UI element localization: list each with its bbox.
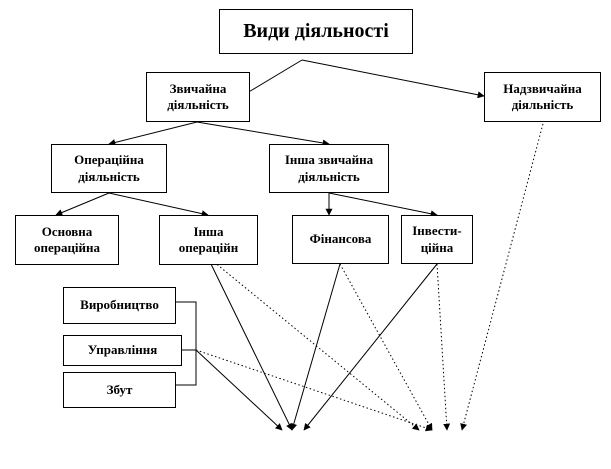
operating-activity-node: Операційна діяльність (51, 144, 167, 193)
arrow-financial-dotted (339, 263, 433, 431)
arrow-financial-solid (290, 263, 341, 431)
root-node-label: Види діяльності (243, 20, 389, 42)
other-ordinary-activity-node: Інша звичайна діяльність (269, 144, 389, 193)
investment-label: Інвести- ційна (412, 223, 462, 255)
financial-node: Фінансова (292, 215, 389, 264)
production-node: Виробництво (63, 287, 176, 324)
management-label: Управління (87, 342, 158, 358)
edge-other-investment (328, 192, 438, 218)
arrow-management-dotted (195, 349, 433, 432)
management-node: Управління (63, 335, 182, 366)
arrow-investment-dotted (436, 263, 451, 431)
financial-label: Фінансова (309, 231, 372, 247)
investment-node: Інвести- ційна (401, 215, 473, 264)
main-operating-node: Основна операційна (15, 215, 119, 265)
edge-operating-main (55, 192, 110, 216)
edge-root-ordinary (241, 59, 303, 97)
production-label: Виробництво (80, 297, 159, 313)
other-ordinary-activity-label: Інша звичайна діяльність (284, 152, 374, 184)
root-node: Види діяльності (219, 9, 413, 54)
arrow-extraordinary-dotted (460, 119, 545, 431)
bracket-connector (176, 301, 197, 386)
main-operating-label: Основна операційна (33, 223, 101, 255)
edge-operating-other (108, 192, 209, 218)
other-operating-label: Інша операційн (178, 223, 239, 255)
edge-ordinary-other (196, 121, 330, 147)
other-operating-node: Інша операційн (159, 215, 258, 265)
edge-root-extraordinary (301, 59, 485, 99)
arrow-management-solid (195, 349, 283, 431)
ordinary-activity-node: Звичайна діяльність (146, 72, 250, 122)
arrow-other-operating-dotted (213, 261, 420, 431)
ordinary-activity-label: Звичайна діяльність (167, 80, 229, 112)
operating-activity-label: Операційна діяльність (74, 152, 144, 184)
extraordinary-activity-label: Надзвичайна діяльність (503, 80, 582, 112)
extraordinary-activity-node: Надзвичайна діяльність (484, 72, 601, 122)
arrow-other-operating-solid (209, 261, 293, 431)
sales-label: Збут (106, 381, 133, 397)
arrow-investment-solid (303, 263, 438, 431)
sales-node: Збут (63, 372, 176, 408)
edge-ordinary-operating (108, 121, 198, 146)
